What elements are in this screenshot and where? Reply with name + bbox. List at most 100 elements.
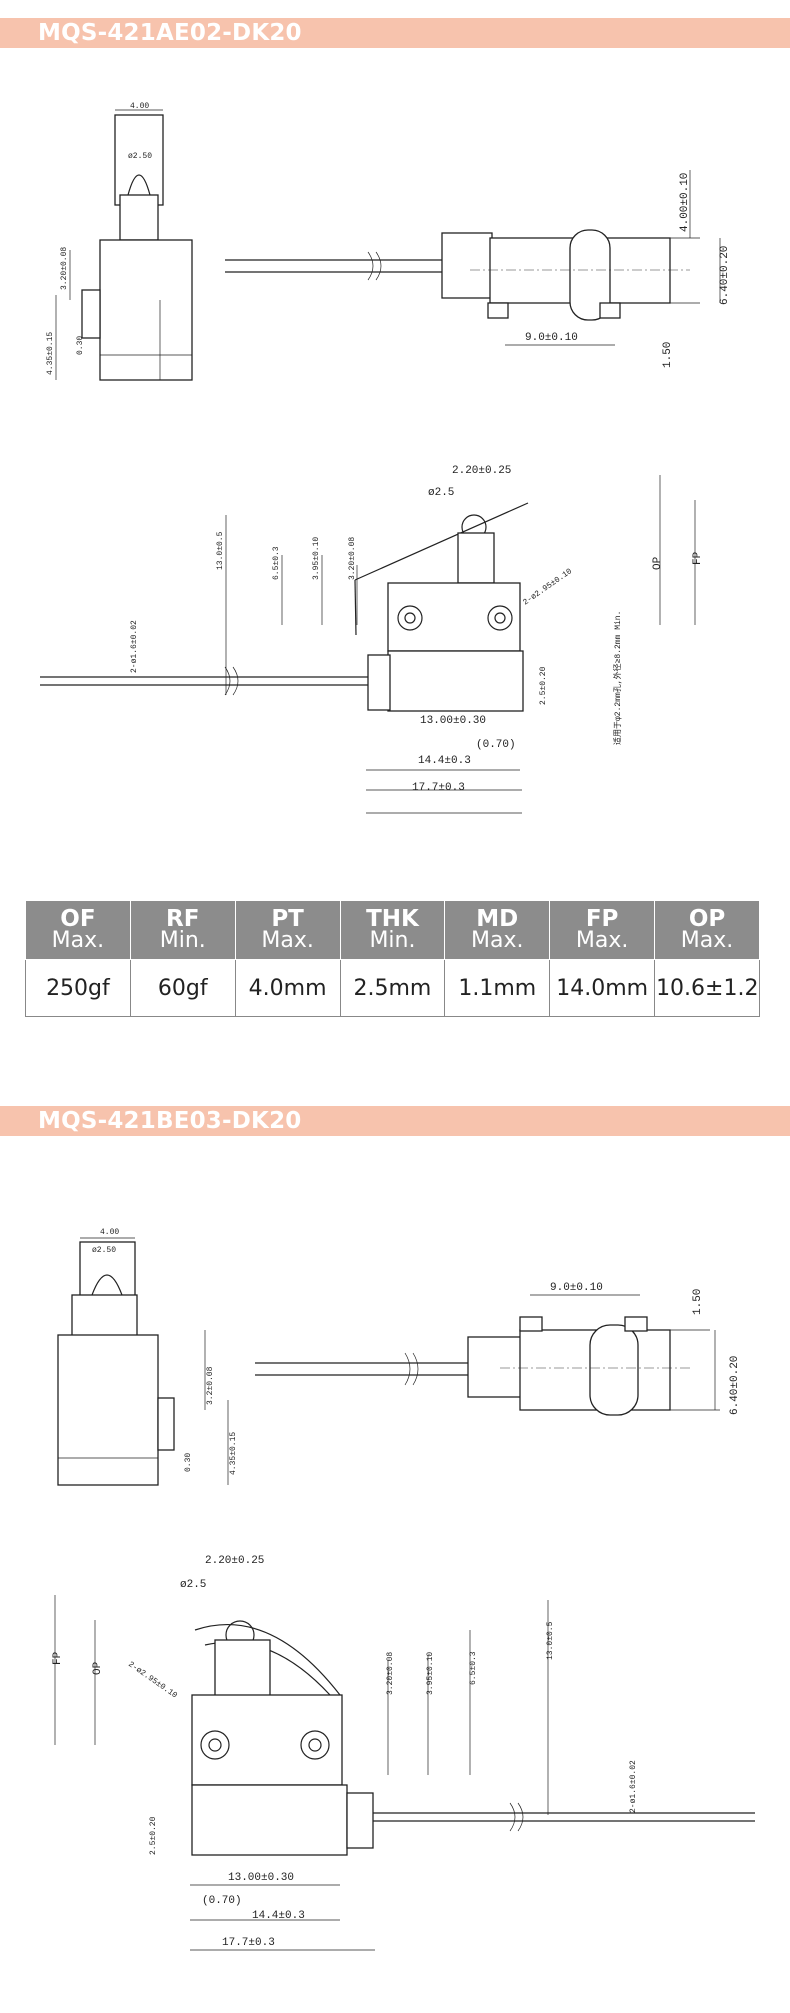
lever: [354, 502, 529, 581]
dim-k: (0.70): [202, 1895, 242, 1907]
dim-j: 13.00±0.30: [228, 1872, 294, 1884]
front-view-drawing-2: 4.00 ø2.50 3.2±0.08 4.35±0.15 0.30: [57, 1228, 238, 1486]
dim-e: 3.95±0.10: [426, 1652, 435, 1695]
dim-width: 4.00: [130, 102, 149, 111]
dim-g: 2-ø1.6±0.02: [130, 620, 139, 673]
switch-body: [387, 582, 521, 652]
dim-g: 2-ø1.6±0.02: [629, 1760, 638, 1813]
lever: [194, 1623, 341, 1696]
switch-body: [191, 1694, 343, 1786]
dim-d3: 9.0±0.10: [550, 1282, 603, 1294]
cable-grommet: [441, 232, 493, 299]
dim-d: 6.5±0.3: [469, 1651, 478, 1685]
section-title: MQS-421AE02-DK20: [38, 20, 302, 46]
dim-note: 适用于φ2.2mm孔,外径≥8.2mm Min.: [612, 611, 623, 745]
spec-value: 10.6±1.2: [654, 959, 760, 1017]
section-banner-2: MQS-421BE03-DK20: [0, 1106, 790, 1136]
dim-j: 13.00±0.30: [420, 715, 486, 727]
dim-h: 2-ø2.95±0.10: [522, 567, 575, 608]
section-banner-1: MQS-421AE02-DK20: [0, 18, 790, 48]
dim-f: 3.20±0.08: [386, 1652, 395, 1695]
dim-c: 13.0±0.5: [546, 1621, 555, 1660]
dim-a: 2.20±0.25: [205, 1555, 264, 1567]
pin-right: [599, 302, 621, 319]
dim-h1: 3.2±0.08: [206, 1366, 215, 1405]
spec-value-row: 250gf 60gf 4.0mm 2.5mm 1.1mm 14.0mm 10.6…: [25, 959, 760, 1017]
terminal-tab: [81, 289, 101, 339]
dim-h1: 3.20±0.08: [60, 247, 69, 290]
dim-h3: 0.30: [76, 336, 85, 355]
top-view-drawing: 9.0±0.10 4.00±0.10 6.40±0.20 1.50: [225, 170, 731, 368]
actuator-roller: [589, 1324, 639, 1416]
top-view-drawing-2: 9.0±0.10 1.50 6.40±0.20: [255, 1282, 741, 1416]
dim-a: 2.20±0.25: [452, 465, 511, 477]
pin-left: [487, 302, 509, 319]
dim-fp: FP: [692, 551, 704, 565]
spec-value: 250gf: [25, 959, 131, 1017]
cable-exit: [346, 1792, 374, 1849]
plunger-housing: [71, 1294, 138, 1341]
dim-i: 2.5±0.20: [149, 1816, 158, 1855]
dim-l: 14.4±0.3: [418, 755, 471, 767]
dim-width: 4.00: [100, 1228, 119, 1237]
dim-k: (0.70): [476, 739, 516, 751]
cable-exit: [367, 654, 391, 711]
side-view-drawing-2: 2.20±0.25 ø2.5 13.0±0.5 6.5±0.3 3.95±0.1…: [52, 1555, 755, 1951]
side-view-drawing: 2.20±0.25 ø2.5 13.0±0.5 6.5±0.3 3.95±0.1…: [40, 465, 704, 814]
dim-c: 13.0±0.5: [216, 531, 225, 570]
spec-value: 1.1mm: [444, 959, 551, 1017]
dim-plunger: ø2.50: [92, 1246, 116, 1255]
terminal-housing: [191, 1784, 348, 1856]
spec-value: 4.0mm: [234, 959, 341, 1017]
pin-left: [519, 1316, 543, 1332]
dim-i: 2.5±0.20: [539, 666, 548, 705]
dim-d4: 1.50: [692, 1289, 704, 1315]
dim-h: 2-ø2.95±0.10: [126, 1660, 179, 1701]
section-title: MQS-421BE03-DK20: [38, 1108, 302, 1134]
dim-b: ø2.5: [428, 487, 454, 499]
spec-value: 14.0mm: [549, 959, 656, 1017]
plunger: [91, 1274, 123, 1296]
dim-h2: 4.35±0.15: [46, 332, 55, 375]
plunger: [127, 174, 151, 196]
dim-d1: 4.00±0.10: [679, 173, 691, 232]
dim-d2: 6.40±0.20: [729, 1356, 741, 1415]
dim-m: 17.7±0.3: [412, 782, 465, 794]
spec-value: 2.5mm: [339, 959, 446, 1017]
plunger-housing: [457, 532, 495, 584]
spec-value: 60gf: [129, 959, 236, 1017]
dim-op: OP: [92, 1661, 104, 1675]
dim-h2: 4.35±0.15: [229, 1432, 238, 1475]
front-view-drawing: 4.00 ø2.50 3.20±0.08 4.35±0.15 0.30: [46, 102, 193, 381]
pin-right: [624, 1316, 648, 1332]
dim-f: 3.20±0.08: [348, 537, 357, 580]
switch-body: [99, 239, 193, 381]
dim-plunger: ø2.50: [128, 152, 152, 161]
dim-fp: FP: [52, 1651, 64, 1665]
terminal-housing: [387, 650, 524, 712]
dim-d2: 6.40±0.20: [719, 246, 731, 305]
switch-body: [57, 1334, 159, 1486]
dim-d4: 1.50: [662, 342, 674, 368]
plunger-housing: [119, 194, 159, 241]
plunger-guide: [114, 114, 164, 206]
dim-op: OP: [652, 556, 664, 570]
dim-m: 17.7±0.3: [222, 1937, 275, 1949]
dim-l: 14.4±0.3: [252, 1910, 305, 1922]
dim-e: 3.95±0.10: [312, 537, 321, 580]
terminal-tab: [157, 1397, 175, 1451]
cable-grommet: [467, 1336, 524, 1398]
plunger-housing: [214, 1639, 271, 1701]
actuator-roller: [569, 229, 611, 321]
dim-b: ø2.5: [180, 1579, 206, 1591]
dim-d3: 9.0±0.10: [525, 332, 578, 344]
